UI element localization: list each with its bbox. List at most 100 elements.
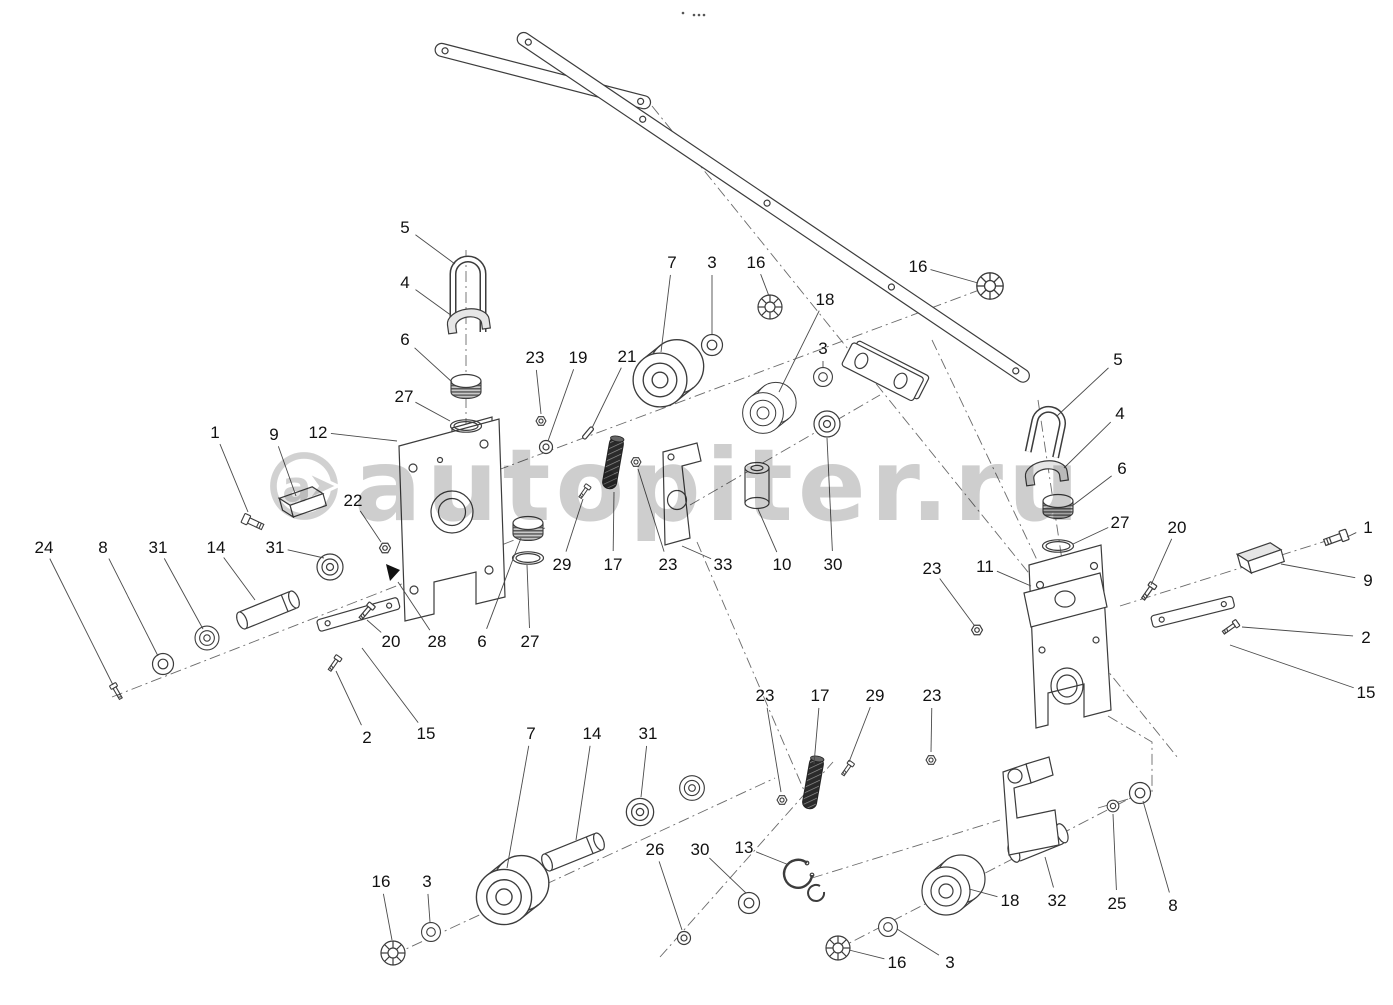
part-number-label: 14 (583, 724, 602, 743)
part-number-label: 31 (266, 538, 285, 557)
screw-2-right (1220, 618, 1241, 637)
roller-7-bottom (475, 854, 550, 926)
part-number-label: 10 (773, 555, 792, 574)
washer-8-right (1128, 781, 1152, 805)
part-number-label: 4 (1115, 404, 1124, 423)
part-number-label: 26 (646, 840, 665, 859)
part-number-label: 32 (1048, 891, 1067, 910)
washer-3-top (700, 333, 724, 357)
leader-line (526, 564, 530, 629)
nut-23-mid (630, 457, 642, 467)
leader-line (335, 670, 362, 726)
bearing-30-top (813, 410, 841, 438)
part-number-label: 3 (707, 253, 716, 272)
part-number-label: 18 (816, 290, 835, 309)
nut-22 (378, 542, 392, 554)
bearing-31-left1 (316, 553, 344, 581)
nut-23-top (535, 416, 547, 426)
o-ring-27-right (1041, 539, 1075, 553)
leader-line (506, 745, 530, 869)
leader-line (1063, 421, 1112, 469)
star-washer-16-rail (976, 272, 1004, 300)
part-number-label: 3 (945, 953, 954, 972)
washer-19 (538, 439, 554, 455)
star-washer-16-br (825, 935, 851, 961)
sleeve-10 (744, 461, 770, 510)
leader-line (1150, 538, 1173, 586)
leader-line (755, 851, 790, 866)
leader-line (163, 558, 204, 630)
screw-29-bottom (839, 759, 856, 778)
leader-line (535, 369, 542, 415)
part-number-label: 12 (309, 423, 328, 442)
leader-line (1112, 813, 1117, 891)
leader-line (287, 549, 325, 559)
leader-line (1142, 800, 1170, 893)
part-number-label: 25 (1108, 894, 1127, 913)
u-bolt-5-left (449, 255, 487, 332)
leader-line (415, 234, 456, 265)
leader-line (277, 446, 297, 497)
leader-line (757, 508, 778, 553)
leader-line (996, 570, 1032, 587)
part-number-label: 17 (811, 686, 830, 705)
bar-15-left (316, 597, 401, 632)
leader-line (361, 647, 419, 723)
part-number-label: 2 (1361, 628, 1370, 647)
leader-line (709, 857, 747, 894)
part-number-label: 3 (422, 872, 431, 891)
part-number-label: 2 (362, 728, 371, 747)
leader-line (49, 558, 114, 686)
part-number-label: 20 (382, 632, 401, 651)
part-number-label: 14 (207, 538, 226, 557)
part-number-label: 23 (659, 555, 678, 574)
washer-3-bl (421, 922, 441, 942)
part-number-label: 19 (569, 348, 588, 367)
part-number-label: 23 (756, 686, 775, 705)
block-9-left (277, 484, 328, 519)
leader-line (658, 861, 683, 931)
leader-line (778, 310, 820, 393)
bolt-1-right (1322, 528, 1350, 549)
leader-line (415, 401, 451, 422)
bearing-31-bottom1 (625, 797, 655, 827)
leader-line (359, 510, 382, 543)
part-number-label: 22 (344, 491, 363, 510)
part-number-label: 27 (395, 387, 414, 406)
nut-23-right (970, 624, 984, 636)
part-number-label: 28 (428, 632, 447, 651)
leader-line (397, 581, 431, 631)
snap-ring-13 (782, 858, 826, 902)
left-mount-plate-12 (398, 416, 506, 622)
leader-line (219, 443, 249, 513)
leader-line (939, 578, 975, 626)
leader-line (486, 537, 522, 630)
leader-line (813, 707, 820, 765)
part-number-label: 17 (604, 555, 623, 574)
right-mount-plate-11 (1023, 544, 1112, 729)
part-number-label: 15 (1357, 683, 1376, 702)
leader-line (637, 468, 665, 552)
leader-line (640, 745, 648, 798)
part-number-label: 31 (149, 538, 168, 557)
washer-3-top2 (813, 367, 833, 387)
nut-23-bottom1 (776, 795, 788, 805)
part-number-label: 13 (735, 838, 754, 857)
part-number-label: 21 (618, 347, 637, 366)
bracket-bottom-right (1002, 756, 1060, 856)
part-number-label: 23 (526, 348, 545, 367)
part-number-label: 16 (888, 953, 907, 972)
cap-6-mid (512, 515, 544, 542)
part-number-label: 23 (923, 559, 942, 578)
leader-line (1056, 367, 1109, 417)
part-number-label: 27 (1111, 513, 1130, 532)
part-number-label: 6 (477, 632, 486, 651)
part-number-label: 1 (210, 423, 219, 442)
part-number-label: 20 (1168, 518, 1187, 537)
screw-24 (108, 681, 125, 701)
screw-2-left (326, 654, 343, 673)
spring-pin-17-bottom (801, 754, 826, 811)
roller-7-top (632, 339, 705, 408)
